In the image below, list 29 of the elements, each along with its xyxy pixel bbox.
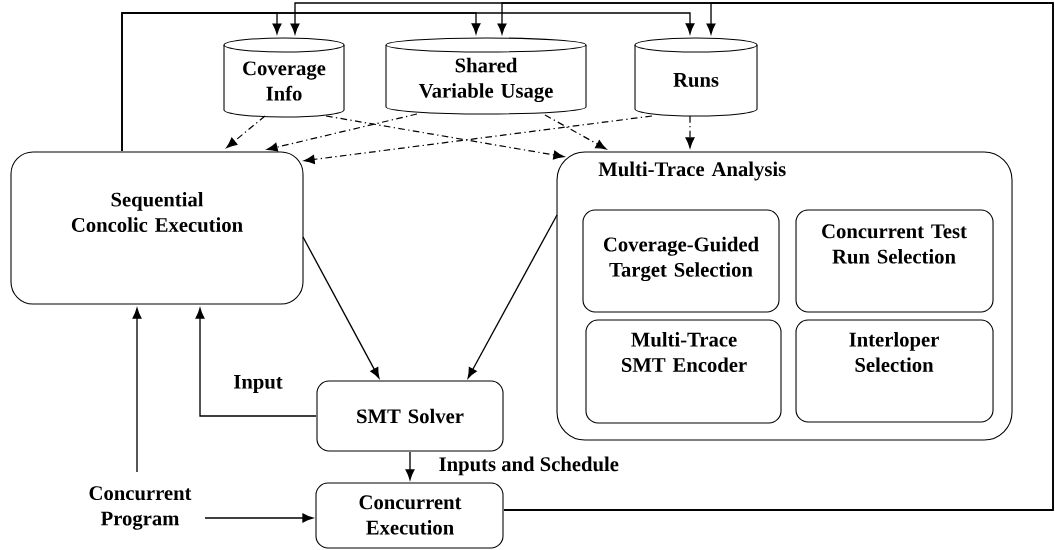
edge-label: Input bbox=[231, 373, 285, 395]
dashed-arrow bbox=[303, 115, 653, 164]
dashed-arrow bbox=[685, 115, 695, 149]
node-label: Shared Variable Usage bbox=[418, 57, 553, 103]
process-box: Multi-Trace SMT Encoder bbox=[585, 319, 782, 424]
arrow bbox=[405, 451, 415, 481]
dashed-arrow bbox=[266, 113, 418, 152]
process-box: Concurrent Execution bbox=[315, 482, 504, 549]
arrow bbox=[121, 12, 695, 152]
database-cylinder: Shared Variable Usage bbox=[385, 37, 587, 115]
process-box: Interloper Selection bbox=[795, 319, 994, 423]
dashed-arrow bbox=[226, 115, 266, 149]
database-cylinder: Coverage Info bbox=[223, 37, 345, 118]
node-label: Runs bbox=[673, 73, 719, 87]
process-box: Coverage-Guided Target Selection bbox=[582, 209, 780, 313]
database-cylinder: Runs bbox=[634, 37, 758, 117]
node-label: Coverage Info bbox=[243, 61, 326, 101]
edge-label: Inputs and Schedule bbox=[437, 455, 621, 477]
arrow bbox=[195, 307, 317, 417]
input-label: Concurrent Program bbox=[89, 486, 192, 530]
arrow bbox=[467, 214, 558, 379]
arrow bbox=[204, 513, 314, 523]
dashed-arrow bbox=[325, 115, 565, 160]
dashed-arrow bbox=[544, 114, 607, 150]
process-box: Sequential Concolic Execution bbox=[10, 151, 304, 305]
process-box: Concurrent Test Run Selection bbox=[795, 209, 994, 313]
arrow bbox=[132, 307, 142, 473]
arrow bbox=[302, 236, 380, 379]
process-box: SMT Solver bbox=[316, 380, 504, 452]
